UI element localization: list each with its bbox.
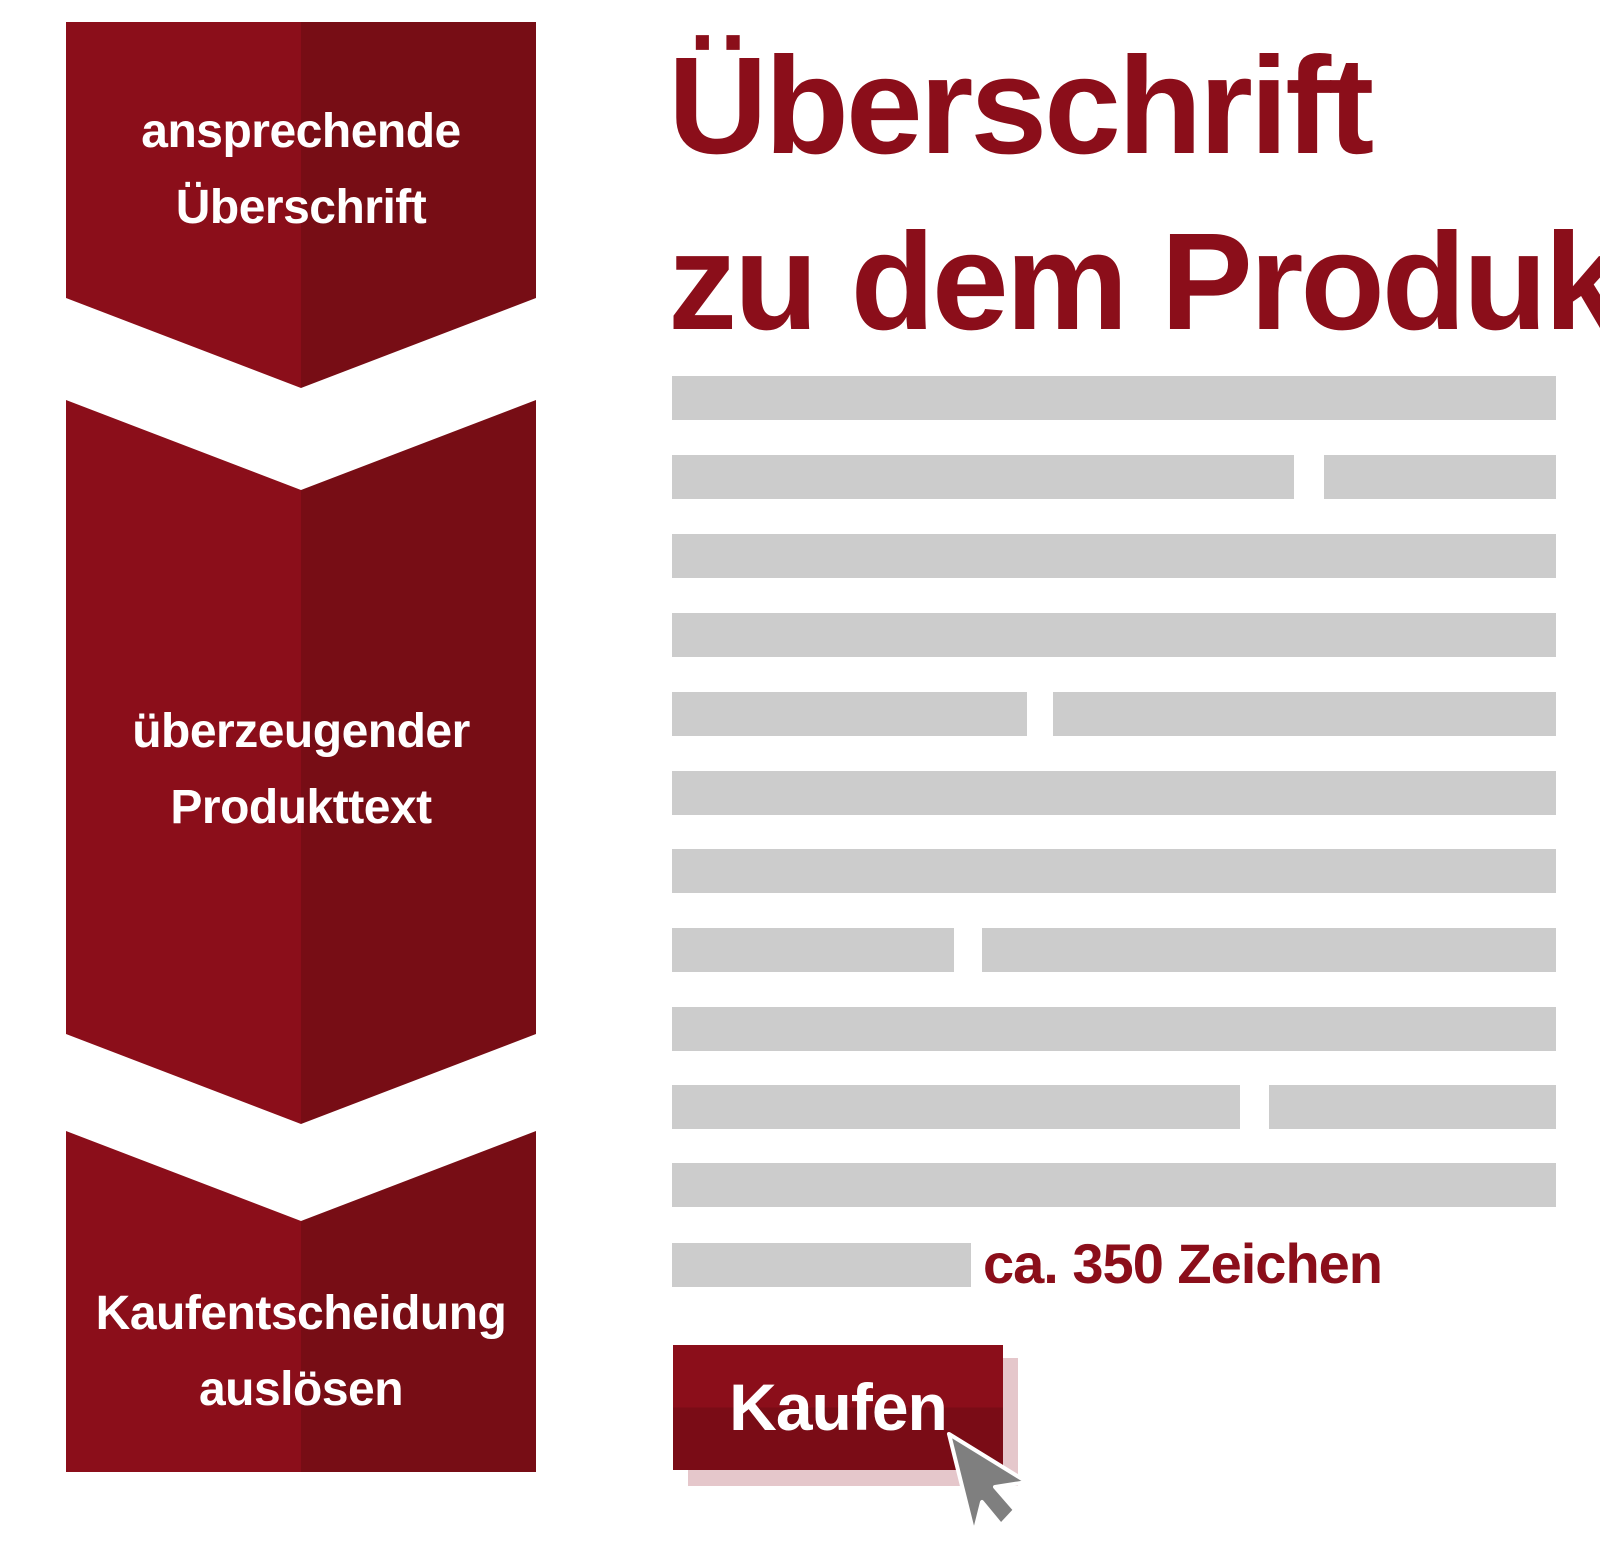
- character-count-label: ca. 350 Zeichen: [983, 1232, 1383, 1295]
- step-3-line-2: auslösen: [198, 1363, 404, 1416]
- step-label-product-text: überzeugender Produkttext: [65, 694, 537, 846]
- buy-button[interactable]: Kaufen: [673, 1345, 1003, 1470]
- step-1-line-1: ansprechende: [141, 105, 461, 158]
- placeholder-text-line: [1269, 1085, 1556, 1129]
- placeholder-text-line: [1324, 455, 1556, 499]
- placeholder-text-line: [672, 1085, 1240, 1129]
- placeholder-text-line: [672, 771, 1556, 815]
- placeholder-text-line: [672, 1243, 971, 1287]
- step-shape-1: [66, 22, 536, 388]
- placeholder-text-line: [672, 692, 1027, 736]
- step-3-line-1: Kaufentscheidung: [95, 1287, 507, 1340]
- placeholder-text-line: [672, 534, 1556, 578]
- step-2-line-2: Produkttext: [170, 781, 432, 834]
- placeholder-text-line: [672, 455, 1294, 499]
- placeholder-text-line: [672, 928, 954, 972]
- placeholder-text-line: [672, 376, 1556, 420]
- placeholder-text-line: [672, 1007, 1556, 1051]
- step-1-line-2: Überschrift: [175, 181, 427, 234]
- placeholder-text-line: [672, 613, 1556, 657]
- step-label-purchase: Kaufentscheidung auslösen: [65, 1276, 537, 1428]
- step-shape-3: [66, 1131, 536, 1472]
- step-label-headline: ansprechende Überschrift: [65, 94, 537, 246]
- placeholder-text-line: [672, 1163, 1556, 1207]
- headline-line-2: zu dem Produkt: [668, 205, 1600, 359]
- placeholder-text-line: [1053, 692, 1556, 736]
- placeholder-text-line: [982, 928, 1556, 972]
- step-shape-2: [66, 400, 536, 1124]
- mouse-pointer-icon: [947, 1432, 1029, 1536]
- product-headline: Überschrift zu dem Produkt: [668, 18, 1600, 370]
- placeholder-text-line: [672, 849, 1556, 893]
- headline-line-1: Überschrift: [668, 29, 1374, 183]
- step-2-line-1: überzeugender: [132, 705, 470, 758]
